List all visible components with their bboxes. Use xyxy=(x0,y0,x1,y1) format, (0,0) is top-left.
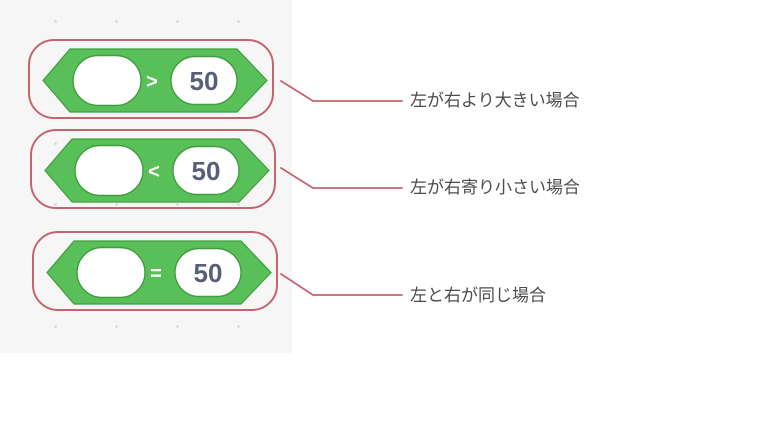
annotation-label-less-than: 左が右寄り小さい場合 xyxy=(410,178,580,197)
annotation-highlight-box xyxy=(30,129,276,209)
operator-symbol: = xyxy=(150,263,162,285)
right-operand-slot[interactable] xyxy=(172,145,240,196)
left-operand-slot[interactable] xyxy=(74,144,144,197)
right-operand-slot[interactable] xyxy=(174,247,242,298)
annotation-highlight-box xyxy=(32,231,278,311)
operator-block-greater-than[interactable]: > 50 xyxy=(27,38,275,120)
right-operand-value[interactable]: 50 xyxy=(190,66,219,96)
callout-line-equals xyxy=(280,273,403,296)
operator-block-less-than[interactable]: < 50 xyxy=(29,128,277,210)
annotation-label-equals: 左と右が同じ場合 xyxy=(410,286,546,305)
annotation-label-greater-than: 左が右より大きい場合 xyxy=(410,91,580,110)
callout-line-greater-than xyxy=(280,80,403,102)
annotation-highlight-box xyxy=(28,39,274,119)
operator-symbol: < xyxy=(148,161,160,183)
right-operand-value[interactable]: 50 xyxy=(194,258,223,288)
left-operand-slot[interactable] xyxy=(76,246,146,299)
right-operand-slot[interactable] xyxy=(170,55,238,106)
callout-line-less-than xyxy=(280,167,403,189)
operator-symbol: > xyxy=(146,71,158,93)
left-operand-slot[interactable] xyxy=(72,54,142,107)
operator-block-equals[interactable]: = 50 xyxy=(31,230,279,312)
right-operand-value[interactable]: 50 xyxy=(192,156,221,186)
